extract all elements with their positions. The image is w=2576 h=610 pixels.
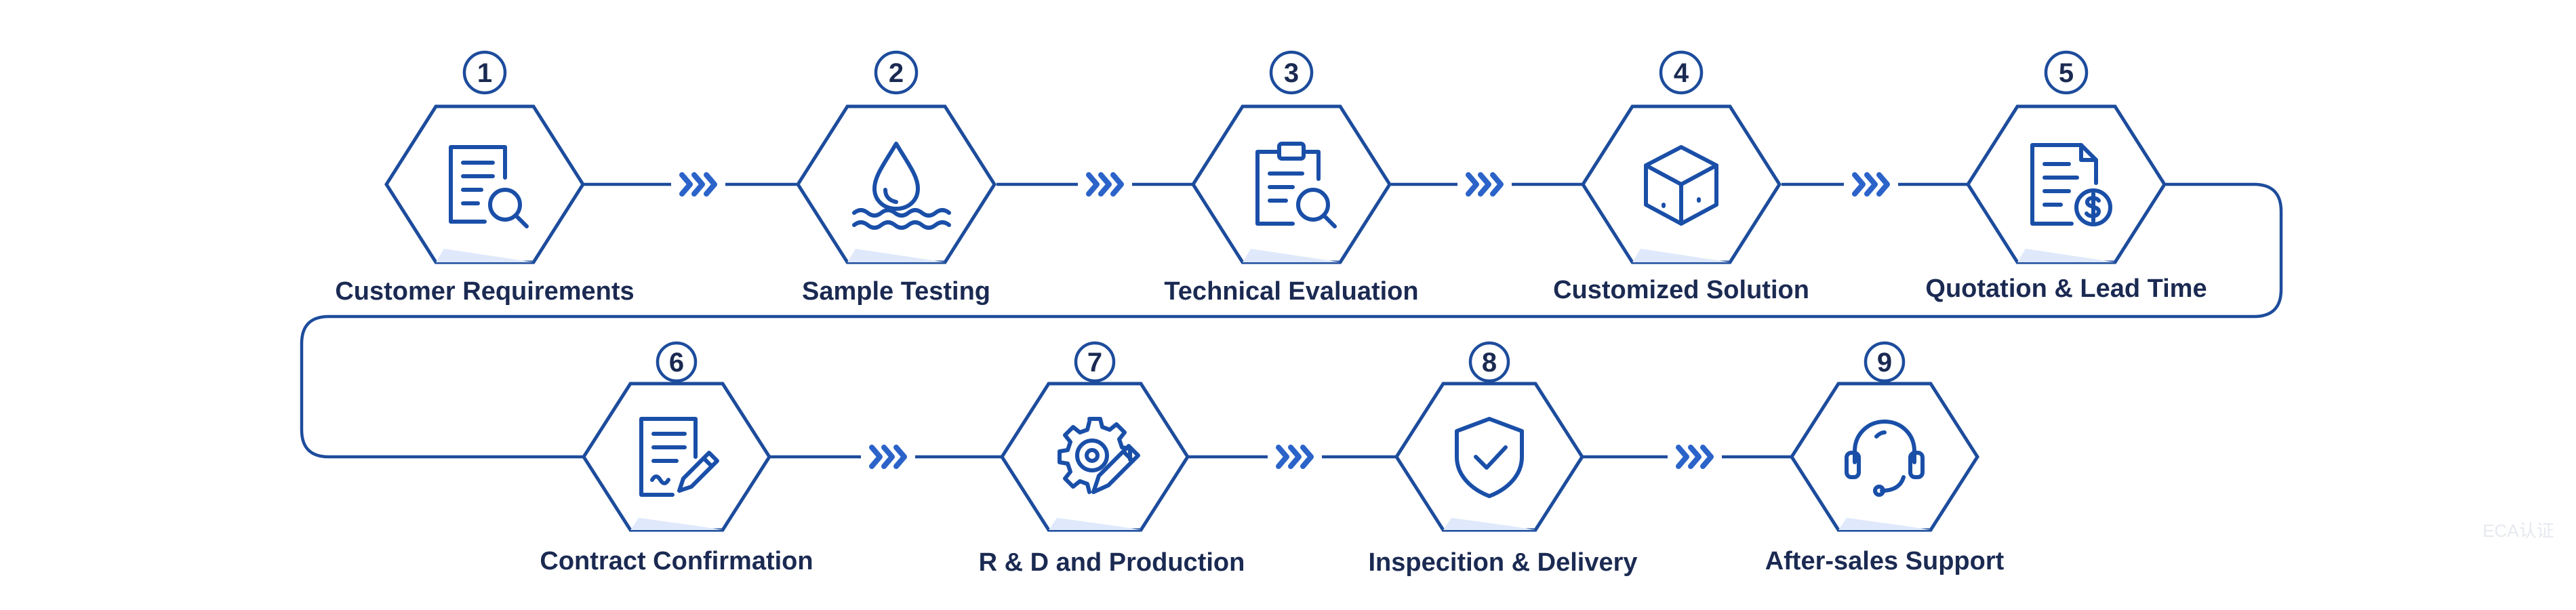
step-2: 2 Sample Testing	[796, 50, 997, 306]
step-number: 2	[889, 58, 904, 88]
step-number-badge	[874, 50, 919, 95]
step-number-badge	[1864, 341, 1906, 383]
step-6: 6 Contract Confirmation	[540, 341, 813, 575]
chevron-arrow-icon	[1678, 447, 1711, 466]
step-number-badge	[1074, 341, 1116, 383]
chevron-arrow-icon	[1855, 175, 1887, 194]
step-label: After-sales Support	[1765, 547, 2005, 575]
chevron-arrow-icon	[872, 447, 904, 466]
step-1: 1 Customer Requirements	[335, 50, 635, 306]
step-number: 9	[1877, 348, 1892, 378]
step-label: Customized Solution	[1553, 276, 1809, 304]
step-5: 5 Quotation & Lead Time	[1925, 50, 2207, 303]
clipboard-search-icon	[1255, 142, 1337, 228]
step-9: 9 After-sales Support	[1765, 341, 2005, 575]
chevron-arrow-icon	[1279, 447, 1311, 466]
headset-icon	[1845, 420, 1925, 497]
step-number-badge	[1269, 50, 1314, 95]
step-number-badge	[462, 50, 507, 95]
step-label: Quotation & Lead Time	[1925, 274, 2207, 303]
document-search-icon	[449, 145, 529, 228]
shield-check-icon	[1455, 417, 1524, 498]
step-number-badge	[656, 341, 698, 383]
step-8: 8 Inspecition & Delivery	[1368, 341, 1638, 577]
step-label: Technical Evaluation	[1164, 277, 1418, 306]
document-dollar-icon	[2030, 143, 2112, 226]
step-number: 3	[1284, 58, 1299, 88]
gear-pencil-icon	[1058, 417, 1140, 494]
step-label: Customer Requirements	[335, 277, 634, 306]
chevron-arrow-icon	[1468, 175, 1501, 194]
chevron-arrow-icon	[1089, 175, 1121, 194]
step-number: 6	[669, 348, 684, 378]
step-number: 1	[477, 58, 492, 88]
chevron-arrow-icon	[682, 175, 715, 194]
step-number: 7	[1087, 348, 1102, 378]
step-label: R & D and Production	[979, 548, 1245, 577]
step-number: 4	[1674, 58, 1689, 88]
step-label: Sample Testing	[802, 277, 990, 306]
watermark: ECA认证	[2482, 521, 2554, 541]
step-number: 5	[2059, 58, 2074, 88]
step-number-badge	[2044, 50, 2089, 95]
step-4: 4 Customized Solution	[1553, 50, 1809, 304]
step-number-badge	[1659, 50, 1704, 95]
step-number-badge	[1468, 341, 1510, 383]
step-7: 7 R & D and Production	[979, 341, 1245, 577]
cube-icon	[1644, 145, 1718, 226]
step-number: 8	[1482, 348, 1497, 378]
step-3: 3 Technical Evaluation	[1164, 50, 1419, 306]
connectors	[300, 182, 2283, 459]
step-label: Contract Confirmation	[540, 547, 813, 575]
water-drop-icon	[852, 142, 951, 230]
document-pen-icon	[639, 417, 719, 497]
step-label: Inspecition & Delivery	[1368, 548, 1637, 577]
